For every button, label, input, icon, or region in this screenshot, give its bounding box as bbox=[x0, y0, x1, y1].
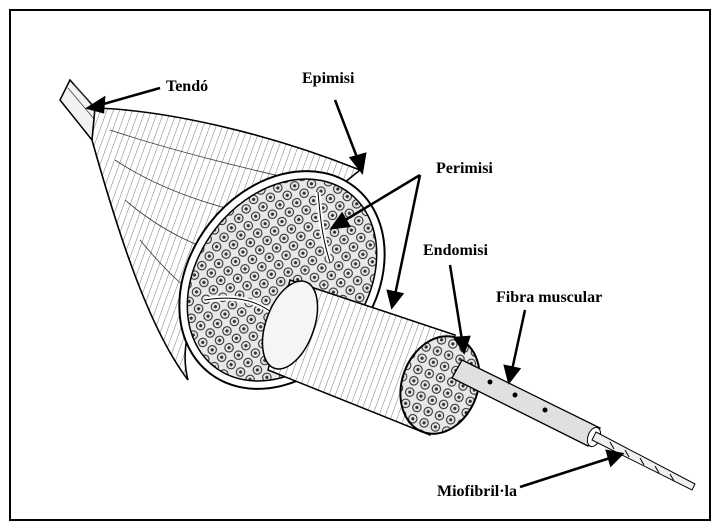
arrow-perimisi-2 bbox=[395, 175, 420, 295]
label-tendo: Tendó bbox=[166, 79, 208, 95]
label-endomisi: Endomisi bbox=[423, 243, 488, 259]
arrow-epimisi bbox=[335, 100, 358, 160]
arrow-endomisi bbox=[450, 265, 462, 340]
arrow-miofibril bbox=[520, 458, 610, 487]
muscle-fiber bbox=[452, 360, 603, 448]
label-fibra-muscular: Fibra muscular bbox=[496, 290, 602, 306]
arrow-fibra bbox=[512, 310, 525, 370]
myofibril bbox=[592, 432, 695, 490]
arrow-tendo bbox=[100, 88, 160, 105]
label-perimisi: Perimisi bbox=[436, 161, 493, 177]
label-epimisi: Epimisi bbox=[302, 71, 354, 87]
label-miofibril-la: Miofibril·la bbox=[437, 484, 517, 500]
